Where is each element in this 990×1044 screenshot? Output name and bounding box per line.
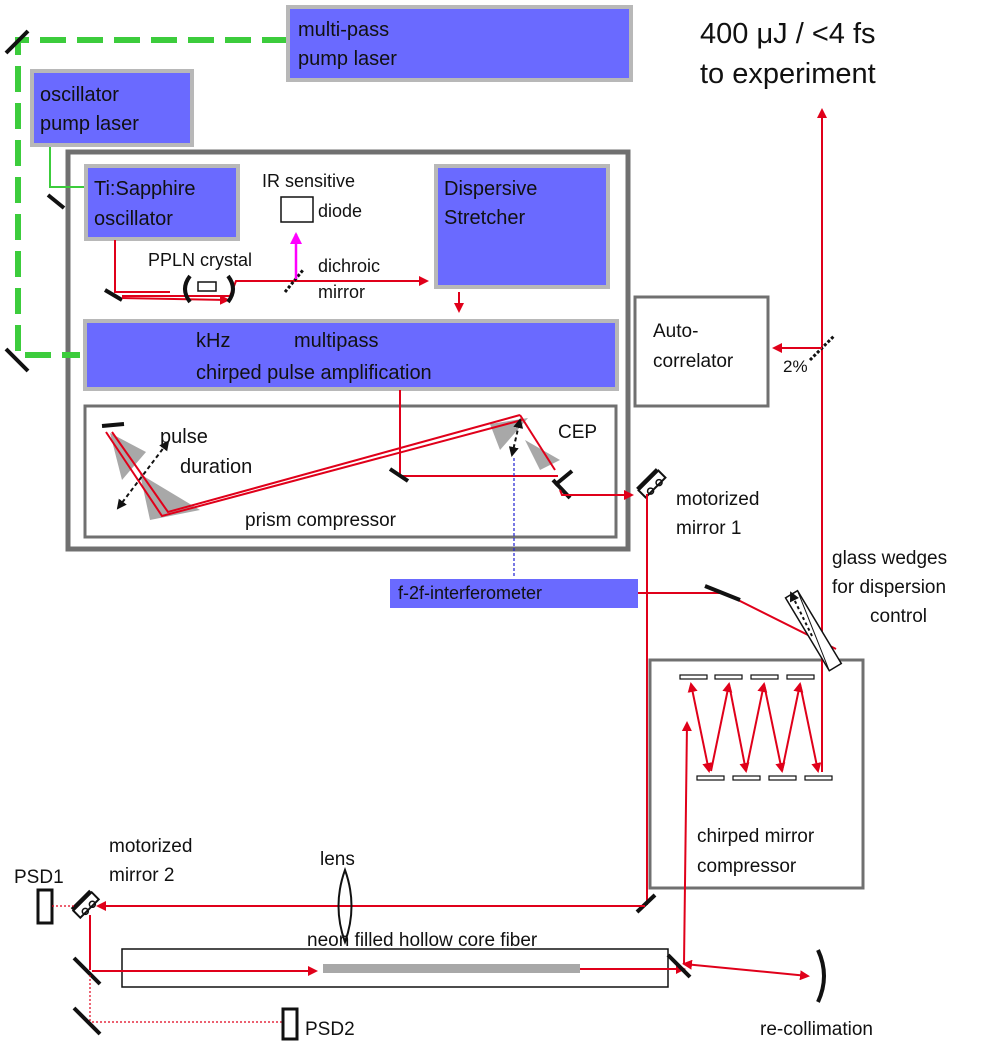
- chirped-mirror-label-1: chirped mirror: [697, 826, 815, 847]
- compressor-input-mirror: [388, 467, 410, 483]
- fiber-output-mirror: [666, 953, 692, 979]
- dichroic-label-1: dichroic: [318, 256, 380, 276]
- fiber-core: [323, 964, 580, 973]
- fiber-label: neon filled hollow core fiber: [307, 930, 538, 951]
- oscillator-pump-label-2: pump laser: [40, 113, 139, 135]
- glass-wedges-label-3: control: [870, 606, 927, 627]
- multipass-pump-laser-box: [286, 5, 633, 82]
- pulse-duration-label-2: duration: [180, 456, 252, 478]
- multipass-pump-label-2: pump laser: [298, 48, 397, 70]
- oscillator-label-2: oscillator: [94, 208, 173, 230]
- output-spec-line2: to experiment: [700, 58, 876, 90]
- compressor-beam-c: [519, 414, 556, 471]
- oscillator-pump-label-1: oscillator: [40, 84, 119, 106]
- oscillator-output-beam: [114, 240, 170, 293]
- lens-input-mirror: [635, 893, 657, 914]
- oscillator-fold-mirror: [103, 288, 124, 302]
- ir-diode-label-1: IR sensitive: [262, 171, 355, 191]
- chirped-mirror-beams: [687, 682, 822, 773]
- ppln-return-beam: [121, 294, 230, 305]
- recollimation-beam: [682, 959, 810, 981]
- autocorrelator-label-2: correlator: [653, 351, 734, 372]
- ppln-label: PPLN crystal: [148, 250, 252, 270]
- oscillator-pump-mirror: [46, 193, 66, 210]
- pulse-duration-label-1: pulse: [160, 426, 208, 448]
- recollimation-mirror: [816, 949, 826, 1003]
- ppln-crystal: [197, 281, 217, 292]
- glass-wedges-label-1: glass wedges: [832, 548, 947, 569]
- ppln-mirror-right: [226, 274, 235, 304]
- compressor-end-mirror: [101, 422, 125, 428]
- multipass-pump-label-1: multi-pass: [298, 19, 389, 41]
- fiber-input-mirror: [72, 956, 102, 986]
- motorized-mirror-1-icon: [636, 468, 667, 499]
- glass-wedges-label-2: for dispersion: [832, 577, 946, 598]
- psd1-label: PSD1: [14, 867, 64, 888]
- motorized-mirror-1-label-1: motorized: [676, 489, 759, 510]
- motorized-mirror-2-label-1: motorized: [109, 836, 192, 857]
- oscillator-pump-laser-box: [30, 69, 194, 147]
- autocorrelator-box: [633, 295, 770, 408]
- psd2-mirror: [72, 1006, 102, 1036]
- psd2-label: PSD2: [305, 1019, 355, 1040]
- prism-compressor-frame: [83, 404, 618, 539]
- chirped-mirror-label-2: compressor: [697, 856, 797, 877]
- psd2-icon: [281, 1007, 299, 1041]
- stretcher-label-1: Dispersive: [444, 178, 537, 200]
- prism-2b: [525, 440, 560, 470]
- ppln-beam: [122, 276, 429, 297]
- lens-label: lens: [320, 849, 355, 870]
- ppln-mirror-left: [183, 274, 192, 304]
- pump-mirror-bottom: [4, 347, 30, 373]
- dichroic-label-2: mirror: [318, 282, 365, 302]
- motorized-mirror-1-label-2: mirror 1: [676, 518, 741, 539]
- oscillator-pump-beam: [49, 147, 86, 188]
- amplifier-system-frame: [65, 149, 631, 552]
- psd1-icon: [36, 888, 54, 925]
- pump-mirror-top: [4, 29, 30, 55]
- oscillator-box: [84, 164, 240, 241]
- amp-output-beam: [399, 390, 558, 477]
- to-motorized-mirror-beam: [559, 489, 634, 500]
- pump-beam-path: [15, 37, 288, 358]
- to-chirped-compressor-beam: [681, 721, 692, 965]
- cep-label: CEP: [558, 422, 597, 443]
- stretcher-box: [434, 164, 610, 289]
- output-spec-line1: 400 μJ / <4 fs: [700, 18, 876, 50]
- motorized-mirror-2-label-2: mirror 2: [109, 865, 174, 886]
- split-ratio-label: 2%: [783, 357, 808, 376]
- wedge-motion-arrow: [790, 591, 813, 637]
- f2f-label: f-2f-interferometer: [398, 583, 542, 603]
- f2f-interferometer-box: [390, 579, 638, 608]
- amplifier-label-multipass: multipass: [294, 330, 378, 352]
- autocorrelator-label-1: Auto-: [653, 321, 698, 342]
- cep-arrow: [508, 418, 524, 457]
- recollimation-label: re-collimation: [760, 1019, 873, 1040]
- chirped-mirror-frame: [648, 658, 865, 890]
- oscillator-label-1: Ti:Sapphire: [94, 178, 196, 200]
- f2f-fold-mirror: [704, 584, 741, 602]
- amplifier-box: [83, 319, 619, 391]
- amplifier-label-khz: kHz: [196, 330, 230, 352]
- motorized-mirror-2-icon: [70, 889, 101, 920]
- stretcher-label-2: Stretcher: [444, 207, 525, 229]
- amplifier-label-2: chirped pulse amplification: [196, 362, 432, 384]
- prism-compressor-label: prism compressor: [245, 510, 397, 531]
- ir-diode: [280, 196, 314, 223]
- ir-diode-label-2: diode: [318, 201, 362, 221]
- chirped-mirror-array: [679, 674, 833, 781]
- lens-icon: [337, 867, 353, 945]
